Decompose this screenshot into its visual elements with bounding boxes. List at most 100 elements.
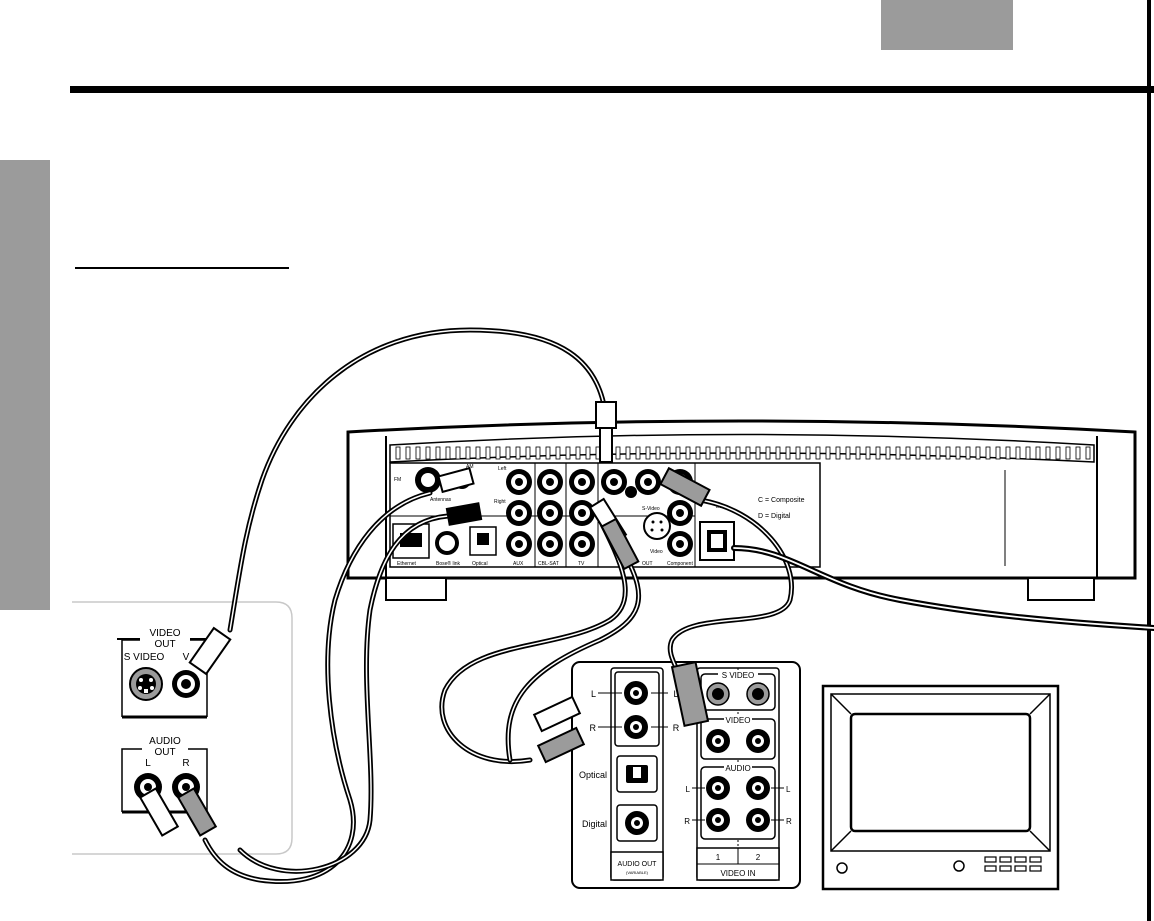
vent-slot [915, 446, 921, 460]
boselink-label: Bose® link [436, 560, 460, 567]
vent-slot [995, 446, 1001, 460]
video-label: Video [650, 549, 663, 555]
vent-slot [705, 446, 711, 460]
tv-in-l-right: L [786, 785, 791, 794]
tv-num-1: 1 [716, 853, 721, 862]
vent-slot [775, 446, 781, 460]
header-rule [70, 86, 1154, 93]
vent-slot [675, 446, 681, 460]
tv-button [1014, 865, 1027, 872]
vent-slot [695, 446, 701, 460]
tv-button [1014, 856, 1027, 863]
vent-slot [945, 446, 951, 460]
vent-slot [535, 446, 541, 460]
vent-slot [805, 446, 811, 460]
vent-slot [875, 446, 881, 460]
ethernet-label: Ethernet [397, 561, 417, 567]
vent-slot [745, 446, 751, 460]
vent-slot [525, 446, 531, 460]
vent-slot [845, 446, 851, 460]
vent-slot [935, 446, 941, 460]
vent-slot [685, 446, 691, 460]
tv-optical-label: Optical [579, 770, 607, 780]
audio-out-title-1: AUDIO [149, 736, 181, 747]
television [821, 684, 1060, 891]
page-tab-marker [881, 0, 1013, 50]
tv-button [999, 865, 1012, 872]
vent-slot [855, 446, 861, 460]
video-out-title-1: VIDEO [149, 628, 180, 639]
tv-connector-panel: L R L R Optical Digital AUDIO OUT (VARIA… [571, 661, 801, 889]
vent-slot [955, 446, 961, 460]
vent-slot [555, 446, 561, 460]
audio-out-title-2: OUT [154, 747, 175, 758]
out-label: OUT [642, 561, 653, 567]
vent-slot [1075, 446, 1081, 460]
vent-slot [1005, 446, 1011, 460]
page-edge-bar [1147, 0, 1151, 921]
tv-audio-out-label: AUDIO OUT [618, 861, 658, 868]
vent-slot [925, 446, 931, 460]
vent-slot [445, 446, 451, 460]
vent-slot [1035, 446, 1041, 460]
video-out-title-2: OUT [154, 639, 175, 650]
vent-slot [815, 446, 821, 460]
tv-svideo-label: S VIDEO [722, 671, 754, 680]
tv-front-buttons [984, 856, 1042, 872]
fm-label: FM [394, 477, 401, 483]
receiver-vent-grille [395, 446, 1091, 460]
source-device-panel: VIDEO OUT S VIDEO V AUDIO OUT L R [72, 601, 293, 855]
vent-slot [785, 446, 791, 460]
legend-composite: C = Composite [758, 497, 805, 504]
vent-slot [645, 446, 651, 460]
vent-slot [1085, 446, 1091, 460]
tv-digital-label: Digital [582, 819, 607, 829]
vent-slot [885, 446, 891, 460]
vent-slot [425, 446, 431, 460]
tv-in-r-right: R [786, 817, 792, 826]
vent-slot [795, 446, 801, 460]
tv-video-label: VIDEO [726, 716, 751, 725]
right-label: Right [494, 499, 506, 505]
vent-slot [405, 446, 411, 460]
vent-slot [395, 446, 401, 460]
vent-slot [655, 446, 661, 460]
vent-slot [895, 446, 901, 460]
aux-label: AUX [513, 561, 524, 567]
vent-slot [1065, 446, 1071, 460]
svideo-label: S-Video [642, 506, 660, 512]
vent-slot [485, 446, 491, 460]
tv-button [984, 865, 997, 872]
vent-slot [735, 446, 741, 460]
legend-digital: D = Digital [758, 513, 791, 520]
vent-slot [515, 446, 521, 460]
vent-slot [825, 446, 831, 460]
source-v-label: V [183, 652, 190, 663]
vent-slot [635, 446, 641, 460]
tv-in-r-left: R [684, 817, 690, 826]
tv-audio-l-right: L [673, 689, 678, 699]
vent-slot [975, 446, 981, 460]
tv-button [999, 856, 1012, 863]
vent-slot [755, 446, 761, 460]
tv-button [1029, 865, 1042, 872]
vent-slot [765, 446, 771, 460]
tv-video-in-label: VIDEO IN [720, 869, 755, 878]
heading-underline [75, 267, 289, 269]
vent-slot [415, 446, 421, 460]
tv-audio-l-left: L [591, 689, 596, 699]
vent-slot [545, 446, 551, 460]
tv-label: TV [578, 561, 585, 567]
component-label: Component [667, 561, 693, 567]
cblsat-label: CBL-SAT [538, 561, 559, 567]
vent-slot [505, 446, 511, 460]
section-side-tab [0, 160, 50, 610]
tv-button [984, 856, 997, 863]
vent-slot [865, 446, 871, 460]
tv-num-2: 2 [756, 853, 761, 862]
vent-slot [585, 446, 591, 460]
vent-slot [435, 446, 441, 460]
vent-slot [565, 446, 571, 460]
tv-in-l-left: L [686, 785, 691, 794]
